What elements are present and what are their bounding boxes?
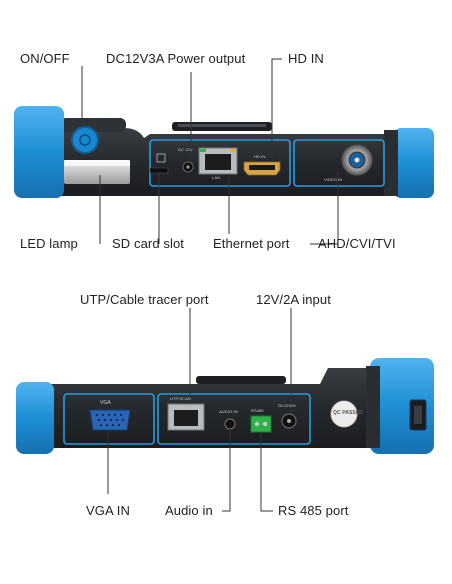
label-on-off: ON/OFF <box>20 51 70 66</box>
bottom-right-bumper-edge <box>366 366 380 448</box>
ethernet-led-green <box>200 149 206 152</box>
top-left-bumper <box>14 106 64 198</box>
qc-passed-sticker <box>330 400 358 428</box>
rs485-screw-1 <box>254 421 260 427</box>
marking-dc-in: DC12VIN <box>278 403 296 408</box>
label-rs485-port: RS 485 port <box>278 503 349 518</box>
bottom-port-panel <box>157 393 311 445</box>
top-right-bumper-edge <box>384 130 398 196</box>
vga-panel <box>63 393 155 445</box>
marking-utp-can: UTP/SCAN <box>170 396 192 401</box>
top-port-panel <box>149 139 291 187</box>
label-led-lamp: LED lamp <box>20 236 78 251</box>
marking-dc-out: DC 12V <box>178 147 193 152</box>
label-vga-in: VGA IN <box>86 503 130 518</box>
ethernet-led-amber <box>230 149 236 152</box>
label-ethernet-port: Ethernet port <box>213 236 290 251</box>
label-sd-card-slot: SD card slot <box>112 236 185 251</box>
dc-input-pin <box>287 419 291 423</box>
label-audio-in: Audio in <box>165 503 213 518</box>
power-button <box>71 126 99 154</box>
hdmi-socket <box>249 165 275 170</box>
marking-hd-in: HD IN <box>254 154 266 159</box>
label-utp-cable-tracer: UTP/Cable tracer port <box>80 292 209 307</box>
sd-card-icon <box>156 153 166 163</box>
label-power-output: DC12V3A Power output <box>106 51 246 66</box>
label-ahd-cvi-tvi: AHD/CVI/TVI <box>318 236 396 251</box>
bottom-left-bumper <box>16 382 54 454</box>
marking-qc-passed: QC PASSED <box>333 410 363 416</box>
ethernet-socket <box>205 154 231 170</box>
top-device-view <box>14 58 434 245</box>
bottom-device-view <box>16 308 434 512</box>
bottom-leader-lines <box>107 308 292 512</box>
led-lamp-shine <box>64 160 130 166</box>
label-12v-input: 12V/2A input <box>256 292 331 307</box>
rs485-screw-2 <box>262 421 268 427</box>
bottom-handle <box>196 376 286 384</box>
audio-in-jack <box>224 418 236 430</box>
marking-lan: LAN <box>212 175 221 180</box>
label-hd-in: HD IN <box>288 51 324 66</box>
marking-video-in: VIDEO IN <box>324 177 343 182</box>
top-leader-lines <box>81 58 339 245</box>
rs485-terminal <box>250 415 272 433</box>
utp-socket <box>174 410 198 426</box>
marking-audio-in: AUDIO IN <box>219 409 238 414</box>
bnc-pin <box>354 157 360 163</box>
dc-jack-pin <box>186 165 190 169</box>
vga-pins <box>95 413 125 427</box>
top-handle-shine <box>178 124 266 127</box>
top-bnc-panel <box>293 139 385 187</box>
top-button-housing <box>60 118 126 132</box>
side-port-socket <box>414 406 422 424</box>
power-icon <box>79 134 91 146</box>
marking-rs485: RS485 <box>251 408 264 413</box>
marking-vga: VGA <box>100 400 111 406</box>
top-right-bumper <box>394 128 434 198</box>
